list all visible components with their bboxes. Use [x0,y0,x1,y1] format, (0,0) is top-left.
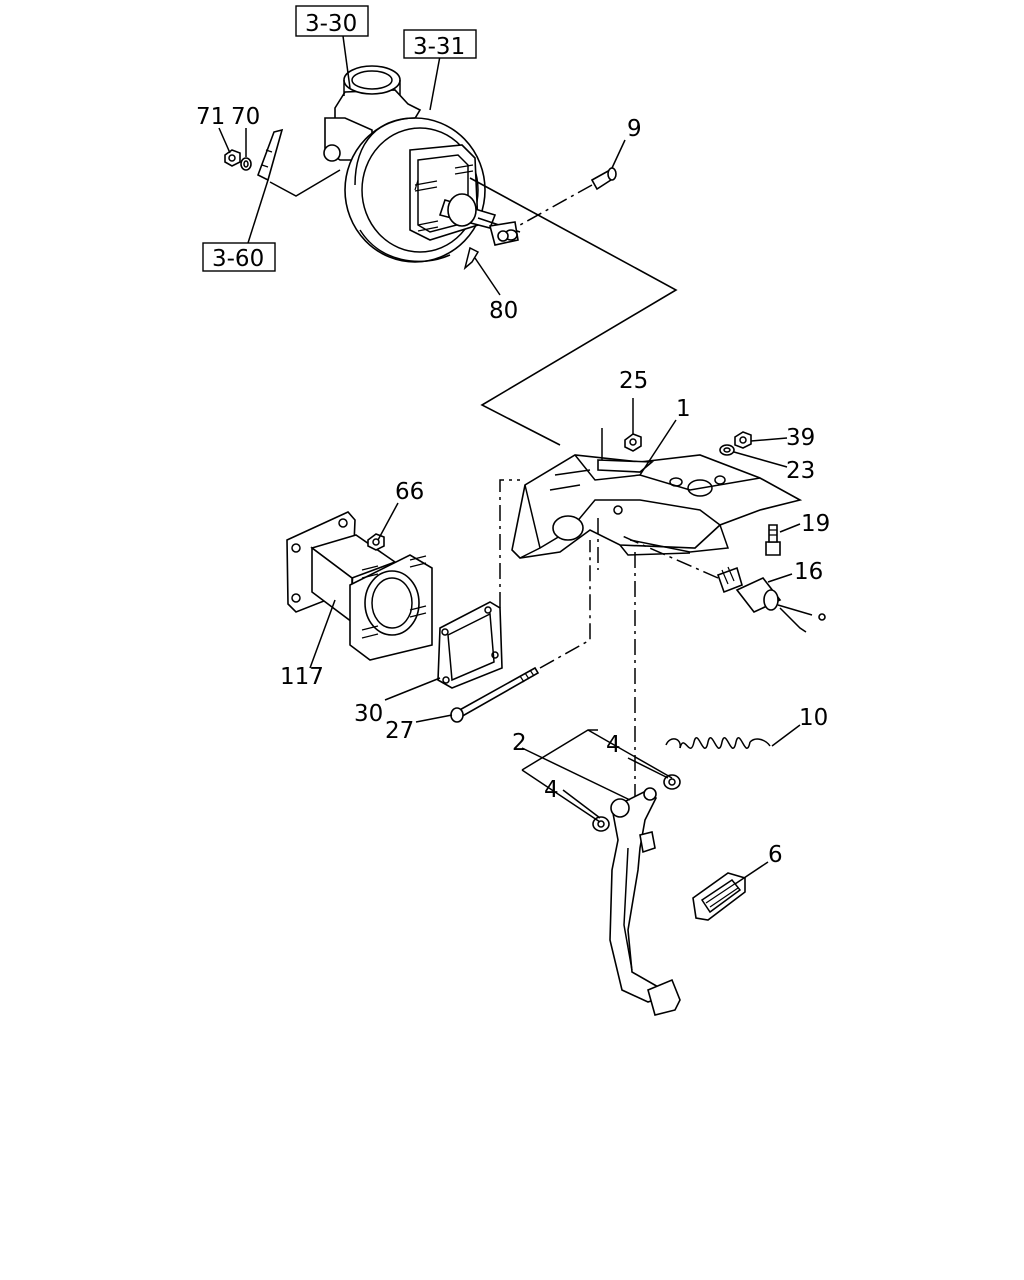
callout-3-31: 3-31 [413,34,465,60]
callout-4-upper: 4 [606,732,621,758]
nut-25 [624,433,642,452]
return-spring-10 [665,737,771,750]
callout-25: 25 [619,368,648,394]
callout-4-lower: 4 [544,777,559,803]
callout-39: 39 [786,425,815,451]
nut-39 [734,431,752,449]
bushing-4-upper [663,774,681,790]
callout-16: 16 [794,559,823,585]
brake-booster-assembly [323,65,521,263]
ref-box-3-30 [295,5,369,37]
gasket-30 [437,601,503,689]
leader-lines-spacer [309,479,591,723]
callout-27: 27 [385,718,414,744]
pedal-bracket-1 [511,428,803,559]
ref-box-3-60 [202,242,276,272]
washer-70 [240,157,252,171]
callout-80: 80 [489,298,518,324]
callout-3-30: 3-30 [305,11,357,37]
bolt-19 [765,524,781,556]
master-vac-spacer-117 [286,511,433,661]
leader-lines-top [218,35,678,446]
nut-71 [224,149,241,167]
ref-box-3-31 [403,29,477,59]
callout-30: 30 [354,701,383,727]
callout-2: 2 [512,730,527,756]
callout-3-60: 3-60 [212,246,264,272]
callout-70: 70 [231,104,260,130]
snap-pin-80 [463,246,480,271]
callout-117: 117 [280,664,324,690]
clevis-pin-9 [519,167,617,226]
callout-9: 9 [627,116,642,142]
callout-66: 66 [395,479,424,505]
nut-66 [367,533,385,551]
leader-lines-bracket [597,398,801,820]
stop-light-switch-16 [619,534,826,633]
callout-23: 23 [786,458,815,484]
gasket-3-60 [256,128,284,182]
callout-19: 19 [801,511,830,537]
callout-6: 6 [768,842,783,868]
callout-1: 1 [676,396,691,422]
leader-lines-pedal [521,724,801,885]
callout-labels: 3-30 3-31 3-60 71 70 9 80 25 1 39 23 19 … [196,5,830,868]
callout-71: 71 [196,104,225,130]
washer-23 [719,444,735,456]
brake-pedal-2 [609,787,681,1016]
callout-10: 10 [799,705,828,731]
pedal-pad-6 [692,872,746,921]
